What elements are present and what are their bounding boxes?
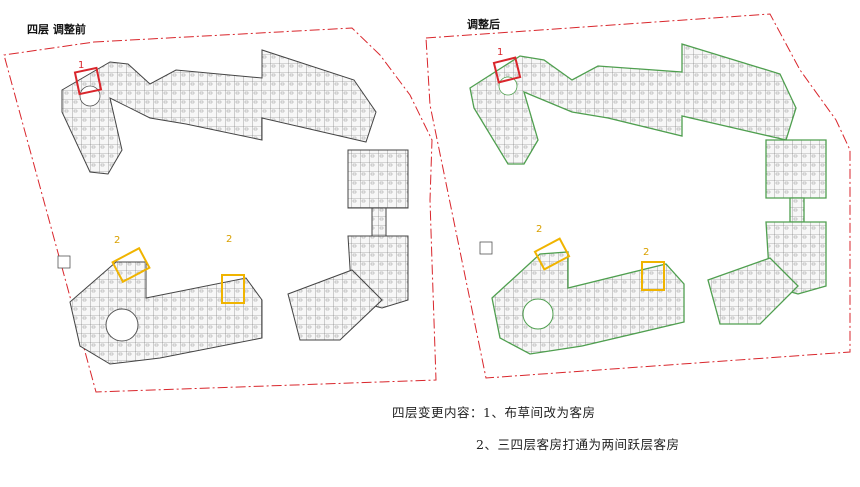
north-wing-after xyxy=(469,43,797,165)
marker-label-1-after: 1 xyxy=(497,47,503,58)
marker-label-2b-after: 2 xyxy=(643,247,649,258)
change-2b-marker-after xyxy=(641,261,665,291)
south-wing-before xyxy=(69,261,263,365)
change-2b-marker-before xyxy=(221,274,245,304)
marker-label-2b-before: 2 xyxy=(226,234,232,245)
site-boundary-after xyxy=(425,13,851,379)
change-2a-marker-before xyxy=(111,246,151,284)
south-wing-after xyxy=(491,251,685,355)
marker-label-1-before: 1 xyxy=(78,60,84,71)
change-1-marker-after xyxy=(492,56,522,84)
site-boundary-before xyxy=(3,27,437,393)
after-title: 调整后 xyxy=(467,18,500,31)
marker-label-2a-after: 2 xyxy=(536,224,542,235)
before-title: 四层 调整前 xyxy=(27,23,86,36)
north-wing-before xyxy=(61,49,377,175)
east-wing-after xyxy=(707,139,827,325)
change-note-line-1: 四层变更内容：1、布草间改为客房 xyxy=(392,405,596,420)
marker-label-2a-before: 2 xyxy=(114,235,120,246)
change-note-line-2: 2、三四层客房打通为两间跃层客房 xyxy=(476,437,680,452)
change-2a-marker-after xyxy=(533,237,571,271)
east-wing-before xyxy=(287,149,409,341)
before-panel: 1 2 2 xyxy=(3,27,437,393)
after-panel: 1 2 2 xyxy=(425,13,851,379)
change-1-marker-before xyxy=(73,66,103,96)
